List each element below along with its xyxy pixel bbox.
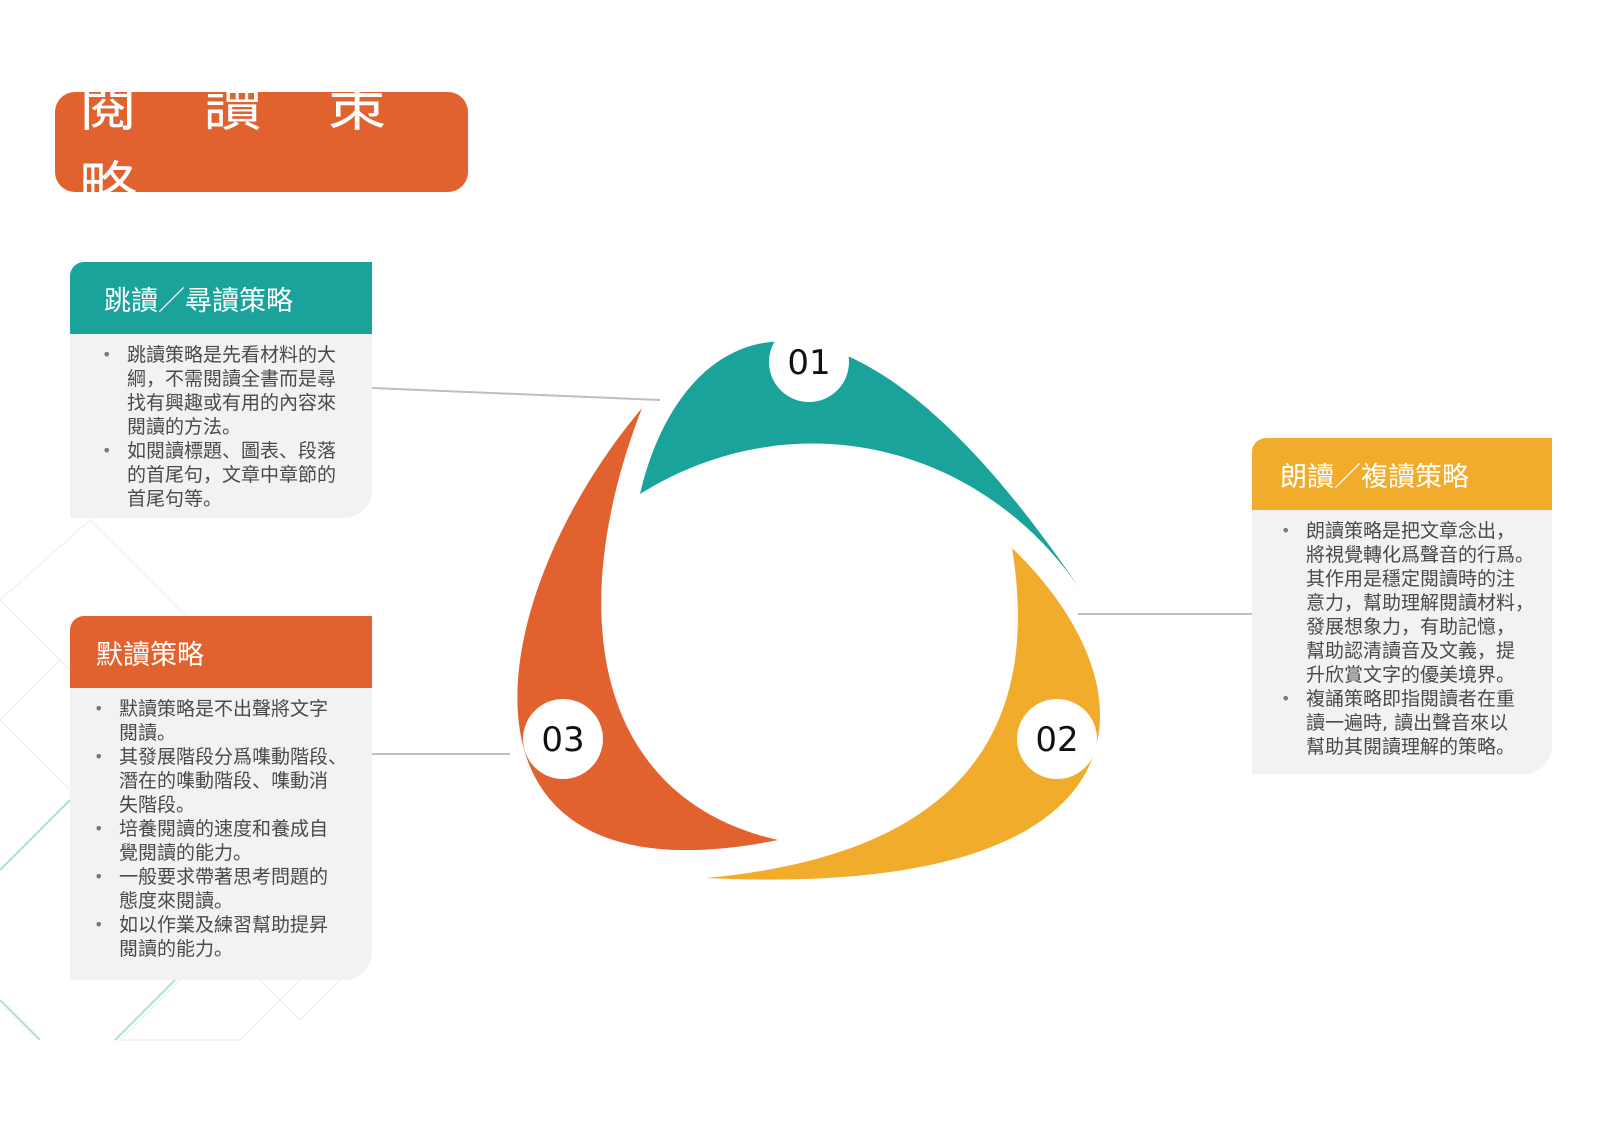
card-body: 跳讀策略是先看材料的大 綱，不需閱讀全書而是尋 找有興趣或有用的內容來 閱讀的方… bbox=[70, 334, 372, 518]
strategy-card-skim-scan: 跳讀／尋讀策略 跳讀策略是先看材料的大 綱，不需閱讀全書而是尋 找有興趣或有用的… bbox=[70, 262, 372, 518]
bullet-item: 如閱讀標題、圖表、段落 的首尾句，文章中章節的 首尾句等。 bbox=[87, 439, 362, 511]
bullet-line: 其發展階段分爲㗱動階段、 bbox=[119, 746, 348, 768]
cycle-segment-02 bbox=[706, 548, 1101, 880]
bullet-item: 複誦策略即指閱讀者在重 讀一遍時, 讀出聲音來以 幫助其閱讀理解的策略。 bbox=[1266, 687, 1544, 759]
bullet-list: 跳讀策略是先看材料的大 綱，不需閱讀全書而是尋 找有興趣或有用的內容來 閱讀的方… bbox=[87, 343, 362, 511]
bullet-line: 複誦策略即指閱讀者在重 bbox=[1306, 688, 1516, 710]
bullet-line: 態度來閱讀。 bbox=[119, 890, 234, 912]
title-banner: 閱 讀 策 略 bbox=[55, 71, 468, 223]
step-number-02: 02 bbox=[1035, 720, 1078, 760]
bullet-item: 一般要求帶著思考問題的 態度來閱讀。 bbox=[79, 865, 362, 913]
bullet-line: 綱，不需閱讀全書而是尋 bbox=[127, 368, 337, 390]
bullet-line: 意力，幫助理解閱讀材料， bbox=[1306, 592, 1535, 614]
bullet-line: 一般要求帶著思考問題的 bbox=[119, 866, 329, 888]
step-badge-02 bbox=[1017, 699, 1097, 779]
bullet-line: 其作用是穩定閱讀時的注 bbox=[1306, 568, 1516, 590]
bullet-item: 跳讀策略是先看材料的大 綱，不需閱讀全書而是尋 找有興趣或有用的內容來 閱讀的方… bbox=[87, 343, 362, 439]
bullet-line: 找有興趣或有用的內容來 bbox=[127, 392, 337, 414]
card-body: 默讀策略是不出聲將文字 閱讀。 其發展階段分爲㗱動階段、 潛在的㗱動階段、㗱動消… bbox=[70, 688, 372, 980]
bullet-line: 閱讀。 bbox=[119, 722, 177, 744]
bullet-line: 閱讀的能力。 bbox=[119, 938, 234, 960]
card-header: 默讀策略 bbox=[70, 616, 372, 688]
bullet-item: 如以作業及練習幫助提昇 閱讀的能力。 bbox=[79, 913, 362, 961]
bullet-line: 如以作業及練習幫助提昇 bbox=[119, 914, 329, 936]
card-header: 跳讀／尋讀策略 bbox=[70, 262, 372, 334]
step-number-01: 01 bbox=[787, 343, 830, 383]
connector-line-01 bbox=[371, 387, 661, 401]
bullet-line: 讀一遍時, 讀出聲音來以 bbox=[1306, 712, 1509, 734]
strategy-card-silent-reading: 默讀策略 默讀策略是不出聲將文字 閱讀。 其發展階段分爲㗱動階段、 潛在的㗱動階… bbox=[70, 616, 372, 980]
cycle-segment-01 bbox=[640, 341, 1082, 592]
bullet-line: 覺閱讀的能力。 bbox=[119, 842, 253, 864]
bullet-list: 默讀策略是不出聲將文字 閱讀。 其發展階段分爲㗱動階段、 潛在的㗱動階段、㗱動消… bbox=[79, 697, 362, 961]
bullet-line: 首尾句等。 bbox=[127, 488, 223, 510]
bullet-line: 如閱讀標題、圖表、段落 bbox=[127, 440, 337, 462]
step-badge-03 bbox=[523, 699, 603, 779]
card-body: 朗讀策略是把文章念出， 將視覺轉化爲聲音的行爲。 其作用是穩定閱讀時的注 意力，… bbox=[1252, 510, 1552, 774]
step-number-03: 03 bbox=[541, 720, 584, 760]
bullet-line: 發展想象力，有助記憶， bbox=[1306, 616, 1516, 638]
bullet-line: 失階段。 bbox=[119, 794, 196, 816]
page-title: 閱 讀 策 略 bbox=[79, 71, 410, 223]
bullet-item: 朗讀策略是把文章念出， 將視覺轉化爲聲音的行爲。 其作用是穩定閱讀時的注 意力，… bbox=[1266, 519, 1544, 687]
step-badge-01 bbox=[769, 322, 849, 402]
bullet-list: 朗讀策略是把文章念出， 將視覺轉化爲聲音的行爲。 其作用是穩定閱讀時的注 意力，… bbox=[1266, 519, 1544, 759]
bullet-line: 朗讀策略是把文章念出， bbox=[1306, 520, 1516, 542]
card-header: 朗讀／複讀策略 bbox=[1252, 438, 1552, 510]
bullet-line: 默讀策略是不出聲將文字 bbox=[119, 698, 329, 720]
bullet-item: 默讀策略是不出聲將文字 閱讀。 bbox=[79, 697, 362, 745]
bullet-line: 將視覺轉化爲聲音的行爲。 bbox=[1306, 544, 1535, 566]
bullet-line: 閱讀的方法。 bbox=[127, 416, 242, 438]
bullet-line: 培養閱讀的速度和養成自 bbox=[119, 818, 329, 840]
connector-lines bbox=[371, 387, 1252, 755]
bullet-line: 升欣賞文字的優美境界。 bbox=[1306, 664, 1516, 686]
bullet-item: 其發展階段分爲㗱動階段、 潛在的㗱動階段、㗱動消 失階段。 bbox=[79, 745, 362, 817]
bullet-item: 培養閱讀的速度和養成自 覺閱讀的能力。 bbox=[79, 817, 362, 865]
strategy-card-read-aloud: 朗讀／複讀策略 朗讀策略是把文章念出， 將視覺轉化爲聲音的行爲。 其作用是穩定閱… bbox=[1252, 438, 1552, 774]
bullet-line: 跳讀策略是先看材料的大 bbox=[127, 344, 337, 366]
bullet-line: 潛在的㗱動階段、㗱動消 bbox=[119, 770, 329, 792]
bullet-line: 幫助認清讀音及文義，提 bbox=[1306, 640, 1516, 662]
bullet-line: 幫助其閱讀理解的策略。 bbox=[1306, 736, 1516, 758]
bullet-line: 的首尾句，文章中章節的 bbox=[127, 464, 337, 486]
